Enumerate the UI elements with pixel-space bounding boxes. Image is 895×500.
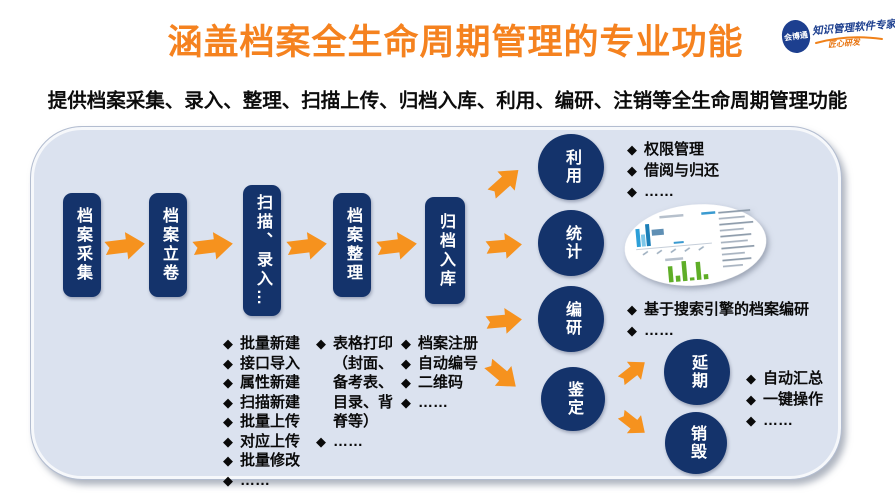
feature-list-archiving: ◆档案注册 ◆自动编号 ◆二维码 ◆…… xyxy=(401,334,478,412)
flow-arrow-icon xyxy=(285,229,328,264)
diamond-bullet-icon: ◆ xyxy=(223,433,233,449)
list-item: ◆…… xyxy=(223,471,270,489)
feature-list-research: ◆基于搜索引擎的档案编研 ◆…… xyxy=(627,299,809,341)
subtitle: 提供档案采集、录入、整理、扫描上传、归档入库、利用、编研、注销等全生命周期管理功… xyxy=(47,90,848,112)
diamond-bullet-icon: ◆ xyxy=(223,394,233,410)
outcome-circle-utilize: 利用 xyxy=(538,134,604,200)
list-item: ◆批量修改 xyxy=(223,452,301,469)
list-item: ◆表格打印（封面、备考表、目录、背脊等） xyxy=(316,335,394,430)
list-item: ◆一键操作 xyxy=(746,391,824,408)
statistics-report-thumbnail xyxy=(624,204,767,286)
stage-box-filing: 档案立卷 xyxy=(149,193,187,297)
diamond-bullet-icon: ◆ xyxy=(627,163,637,178)
list-item: ◆扫描新建 xyxy=(223,393,301,411)
diamond-bullet-icon: ◆ xyxy=(746,392,756,407)
list-item: ◆档案注册 xyxy=(401,335,479,352)
list-item: ◆接口导入 xyxy=(223,354,301,372)
diamond-bullet-icon: ◆ xyxy=(223,472,233,488)
stage-box-arrange: 档案整理 xyxy=(333,193,371,297)
diamond-bullet-icon: ◆ xyxy=(627,184,637,199)
brand-tagline: 匠心研发 xyxy=(827,37,861,50)
list-item: ◆批量新建 xyxy=(223,335,301,352)
diamond-bullet-icon: ◆ xyxy=(316,336,326,351)
result-circle-destroy: 销毁 xyxy=(665,412,727,474)
feature-list-capture-entry: ◆批量新建 ◆接口导入 ◆属性新建 ◆扫描新建 ◆批量上传 ◆对应上传 ◆批量修… xyxy=(223,334,300,490)
diamond-bullet-icon: ◆ xyxy=(223,375,233,390)
diamond-bullet-icon: ◆ xyxy=(223,453,233,468)
flow-arrow-icon xyxy=(103,229,146,264)
feature-list-extension: ◆自动汇总 ◆一键操作 ◆…… xyxy=(746,368,823,431)
branch-arrow-up-icon xyxy=(613,352,652,390)
list-item: ◆…… xyxy=(316,432,363,450)
list-item: ◆自动编号 xyxy=(401,354,479,372)
outcome-circle-appraisal: 鉴定 xyxy=(541,367,605,431)
diamond-bullet-icon: ◆ xyxy=(627,142,637,157)
diamond-bullet-icon: ◆ xyxy=(316,433,326,449)
list-item: ◆…… xyxy=(401,393,448,411)
list-item: ◆属性新建 xyxy=(223,374,301,391)
branch-arrow-down-icon xyxy=(613,404,652,442)
diamond-bullet-icon: ◆ xyxy=(401,336,411,351)
feature-list-utilization: ◆权限管理 ◆借阅与归还 ◆…… xyxy=(627,139,719,202)
flow-arrow-icon xyxy=(485,305,523,336)
outcome-circle-statistics: 统计 xyxy=(538,210,604,276)
list-item: ◆借阅与归还 xyxy=(627,162,720,179)
diamond-bullet-icon: ◆ xyxy=(223,414,233,429)
flow-arrow-down-icon xyxy=(479,353,525,398)
list-item: ◆…… xyxy=(627,322,674,339)
diamond-bullet-icon: ◆ xyxy=(401,375,411,390)
flow-arrow-icon xyxy=(191,229,234,264)
stage-box-collect: 档案采集 xyxy=(63,193,101,297)
result-circle-extend: 延期 xyxy=(664,339,730,405)
diamond-bullet-icon: ◆ xyxy=(746,371,756,386)
list-item: ◆批量上传 xyxy=(223,413,301,430)
stage-box-archive: 归档入库 xyxy=(425,197,465,304)
list-item: ◆二维码 xyxy=(401,374,464,391)
outcome-circle-research: 编研 xyxy=(538,286,604,352)
diamond-bullet-icon: ◆ xyxy=(627,302,637,317)
flow-arrow-icon xyxy=(485,230,523,261)
stage-box-scan-entry: 扫描、录入… xyxy=(243,185,281,316)
flow-arrow-icon xyxy=(375,229,418,264)
diamond-bullet-icon: ◆ xyxy=(401,394,411,410)
flow-arrow-up-icon xyxy=(482,160,527,205)
list-item: ◆基于搜索引擎的档案编研 xyxy=(627,301,810,318)
feature-list-arrangement: ◆表格打印（封面、备考表、目录、背脊等） ◆…… xyxy=(316,334,396,451)
brand-logo-icon: 会博通 xyxy=(779,18,813,55)
diamond-bullet-icon: ◆ xyxy=(401,355,411,371)
diamond-bullet-icon: ◆ xyxy=(223,336,233,351)
diamond-bullet-icon: ◆ xyxy=(627,323,637,338)
list-item: ◆权限管理 xyxy=(627,141,705,158)
list-item: ◆自动汇总 xyxy=(746,370,824,387)
brand-logo: 会博通 知识管理软件专家 匠心研发 xyxy=(779,14,895,66)
lifecycle-diagram-panel: 档案采集 档案立卷 扫描、录入… 档案整理 归档入库 利用 统计 编研 鉴定 延… xyxy=(30,126,842,489)
list-item: ◆…… xyxy=(746,412,793,429)
list-item: ◆…… xyxy=(627,183,674,200)
swoosh-underline-icon xyxy=(815,36,883,44)
list-item: ◆对应上传 xyxy=(223,432,301,450)
page-title: 涵盖档案全生命周期管理的专业功能 xyxy=(167,23,744,62)
diamond-bullet-icon: ◆ xyxy=(223,355,233,371)
diamond-bullet-icon: ◆ xyxy=(746,413,756,428)
